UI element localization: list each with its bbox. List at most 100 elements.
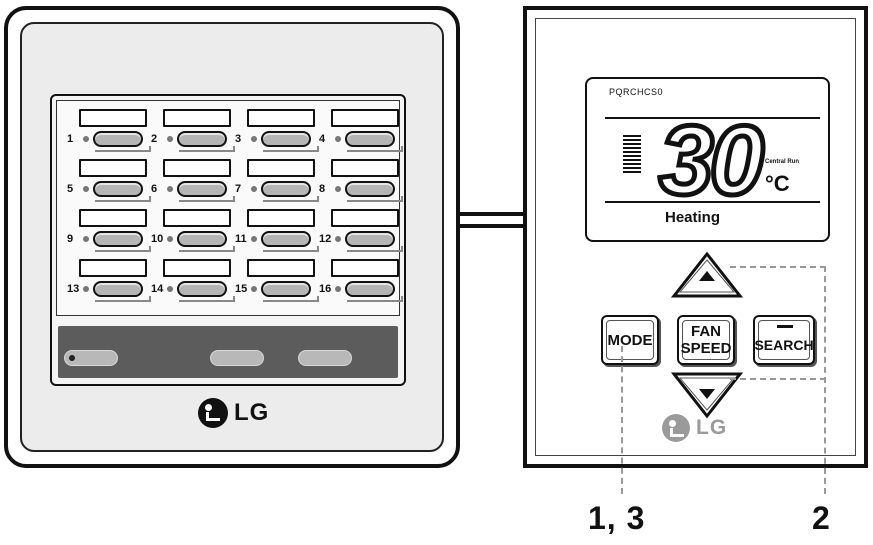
callout-label-1-3: 1, 3 bbox=[588, 500, 646, 536]
zone-led bbox=[83, 136, 89, 142]
fan-speed-button[interactable]: FAN SPEED bbox=[677, 315, 735, 365]
zone-11: 11 bbox=[235, 209, 319, 259]
zone-button-shadow bbox=[179, 146, 235, 152]
zone-name-box bbox=[247, 259, 315, 277]
function-bar bbox=[58, 326, 398, 378]
lcd-unit: °C bbox=[765, 171, 790, 196]
zone-led bbox=[335, 286, 341, 292]
zone-button[interactable] bbox=[261, 131, 311, 147]
zone-led bbox=[167, 136, 173, 142]
zone-9: 9 bbox=[67, 209, 151, 259]
zone-number: 8 bbox=[319, 183, 326, 195]
zone-2: 2 bbox=[151, 109, 235, 159]
zone-number: 2 bbox=[151, 133, 158, 145]
up-arrow-button[interactable] bbox=[671, 251, 743, 299]
zone-button-shadow bbox=[95, 196, 151, 202]
mode-button[interactable]: MODE bbox=[601, 315, 659, 365]
search-button[interactable]: SEARCH bbox=[753, 315, 815, 365]
zone-button-shadow bbox=[95, 246, 151, 252]
lcd-display: PQRCHCS0 30 Central Run °C Heating bbox=[585, 77, 830, 242]
zone-button-shadow bbox=[347, 196, 403, 202]
lg-logo-left: LG bbox=[198, 398, 269, 428]
zone-name-box bbox=[247, 209, 315, 227]
function-button-2[interactable] bbox=[210, 350, 264, 366]
lg-logo-icon bbox=[662, 414, 690, 442]
zone-14: 14 bbox=[151, 259, 235, 309]
down-arrow-button[interactable] bbox=[671, 371, 743, 419]
zone-button[interactable] bbox=[345, 281, 395, 297]
function-button-1[interactable] bbox=[64, 350, 118, 366]
zone-button[interactable] bbox=[261, 231, 311, 247]
zone-name-box bbox=[331, 209, 399, 227]
zone-led bbox=[167, 236, 173, 242]
signal-bars-icon bbox=[623, 135, 641, 175]
zone-button-shadow bbox=[179, 246, 235, 252]
zone-button-shadow bbox=[95, 296, 151, 302]
down-arrow-icon bbox=[671, 372, 743, 419]
zone-button[interactable] bbox=[93, 281, 143, 297]
zone-name-box bbox=[247, 159, 315, 177]
zone-number: 6 bbox=[151, 183, 158, 195]
zone-button[interactable] bbox=[177, 231, 227, 247]
zone-name-box bbox=[79, 259, 147, 277]
zone-led bbox=[167, 186, 173, 192]
function-button-3[interactable] bbox=[298, 350, 352, 366]
zone-button-shadow bbox=[95, 146, 151, 152]
fan-label-line2: SPEED bbox=[680, 340, 732, 357]
zone-name-box bbox=[79, 209, 147, 227]
zone-8: 8 bbox=[319, 159, 403, 209]
zone-button-shadow bbox=[347, 146, 403, 152]
lcd-temperature: 30 bbox=[656, 105, 766, 215]
callout-label-2: 2 bbox=[812, 500, 831, 536]
zone-button[interactable] bbox=[93, 231, 143, 247]
zone-button[interactable] bbox=[93, 131, 143, 147]
zone-button[interactable] bbox=[93, 181, 143, 197]
zone-5: 5 bbox=[67, 159, 151, 209]
zone-button-shadow bbox=[263, 246, 319, 252]
zone-led bbox=[83, 286, 89, 292]
zone-name-box bbox=[247, 109, 315, 127]
lcd-divider-bottom bbox=[605, 201, 820, 203]
zone-3: 3 bbox=[235, 109, 319, 159]
zone-button[interactable] bbox=[345, 231, 395, 247]
zone-number: 3 bbox=[235, 133, 242, 145]
zone-led bbox=[83, 236, 89, 242]
zone-button-shadow bbox=[263, 146, 319, 152]
zone-number: 12 bbox=[319, 233, 332, 245]
zone-button[interactable] bbox=[345, 181, 395, 197]
simple-controller-bezel: PQRCHCS0 30 Central Run °C Heating MODE bbox=[535, 18, 856, 456]
zone-number: 11 bbox=[235, 233, 247, 245]
zone-led bbox=[251, 236, 257, 242]
leader-line-right bbox=[824, 266, 826, 494]
lg-logo-text: LG bbox=[696, 416, 728, 439]
search-indicator-icon bbox=[777, 325, 793, 328]
zone-button-shadow bbox=[347, 296, 403, 302]
connector-cable bbox=[460, 212, 524, 228]
lg-logo-text: LG bbox=[234, 399, 270, 426]
fan-speed-button-label: FAN SPEED bbox=[681, 323, 732, 357]
zone-name-box bbox=[79, 109, 147, 127]
zone-led bbox=[251, 286, 257, 292]
lcd-central-run: Central Run bbox=[765, 159, 800, 165]
zone-name-box bbox=[163, 109, 231, 127]
zone-led bbox=[251, 136, 257, 142]
zone-number: 13 bbox=[67, 283, 80, 295]
zone-button[interactable] bbox=[177, 131, 227, 147]
zone-button[interactable] bbox=[261, 281, 311, 297]
zone-name-box bbox=[79, 159, 147, 177]
zone-number: 1 bbox=[67, 133, 74, 145]
mode-button-label: MODE bbox=[607, 331, 653, 349]
indicator-dot bbox=[69, 355, 75, 361]
zone-name-box bbox=[163, 209, 231, 227]
zone-7: 7 bbox=[235, 159, 319, 209]
zone-button[interactable] bbox=[177, 181, 227, 197]
zone-button-shadow bbox=[263, 296, 319, 302]
zone-button[interactable] bbox=[261, 181, 311, 197]
zone-button[interactable] bbox=[177, 281, 227, 297]
fan-label-line1: FAN bbox=[690, 323, 721, 340]
zone-button-shadow bbox=[179, 196, 235, 202]
zone-led bbox=[83, 186, 89, 192]
zone-number: 10 bbox=[151, 233, 164, 245]
zone-button[interactable] bbox=[345, 131, 395, 147]
